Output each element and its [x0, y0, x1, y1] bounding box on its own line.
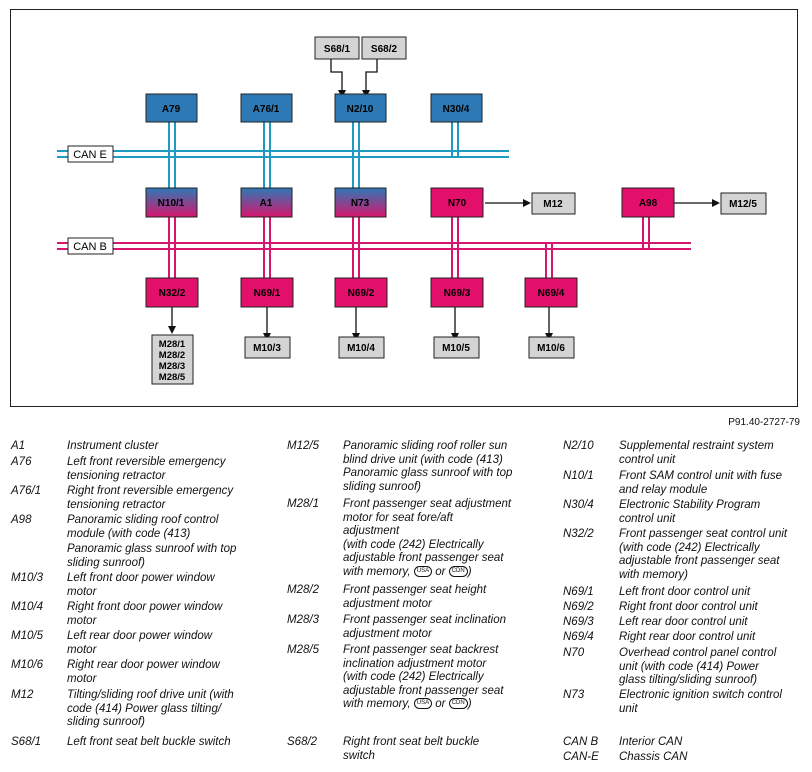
svg-text:N2/10: N2/10	[347, 104, 374, 115]
svg-text:N69/3: N69/3	[444, 288, 471, 299]
svg-text:N10/1: N10/1	[158, 198, 185, 209]
node-a1: A1	[240, 187, 293, 218]
can-b-label: CAN B	[67, 237, 114, 255]
usa-mark: USA	[413, 698, 433, 710]
cdn-mark: CDN	[448, 698, 468, 710]
memory-line: with memory, USA or CDN)	[343, 698, 472, 710]
node-m12: M12	[531, 192, 576, 215]
node-n69-2: N69/2	[334, 277, 388, 308]
svg-text:M10/6: M10/6	[537, 343, 565, 354]
node-s68-1: S68/1	[314, 36, 360, 60]
svg-text:S68/1: S68/1	[324, 44, 351, 55]
node-s68-2: S68/2	[361, 36, 407, 60]
svg-text:N32/2: N32/2	[159, 288, 186, 299]
figure-reference: P91.40-2727-79	[728, 417, 800, 428]
node-n30-4: N30/4	[430, 93, 483, 123]
diagram-frame: S68/1 S68/2 A79 A76/1 N2/10 N30/4 N10/1 …	[10, 9, 798, 407]
svg-text:M10/3: M10/3	[253, 343, 281, 354]
memory-line: with memory, USA or CDN)	[343, 565, 472, 578]
can-e-stubs	[168, 122, 459, 188]
signal-arrows	[171, 58, 714, 335]
svg-text:N69/1: N69/1	[254, 288, 281, 299]
m28-label-line: M28/2	[159, 350, 185, 361]
legend-entry: Panoramic glass sunroof with top sliding…	[67, 543, 237, 569]
usa-mark: USA	[413, 565, 433, 577]
svg-text:N30/4: N30/4	[443, 104, 470, 115]
m28-label-line: M28/5	[159, 372, 186, 383]
cdn-mark: CDN	[448, 565, 468, 577]
svg-text:A76/1: A76/1	[253, 104, 280, 115]
can-network-diagram: S68/1 S68/2 A79 A76/1 N2/10 N30/4 N10/1 …	[57, 36, 767, 385]
svg-text:CAN E: CAN E	[73, 149, 107, 161]
can-b-bus	[57, 242, 691, 250]
node-a76-1: A76/1	[240, 93, 293, 123]
svg-text:N69/2: N69/2	[348, 288, 375, 299]
svg-text:S68/2: S68/2	[371, 44, 398, 55]
svg-text:A79: A79	[162, 104, 181, 115]
node-a98: A98	[621, 187, 675, 218]
svg-text:A98: A98	[639, 198, 658, 209]
node-m10-6: M10/6	[528, 336, 575, 359]
node-m10-5: M10/5	[433, 336, 480, 359]
node-n73: N73	[334, 187, 387, 218]
node-n70: N70	[430, 187, 484, 218]
node-m12-5: M12/5	[720, 192, 767, 215]
node-m10-4: M10/4	[338, 336, 385, 359]
node-n2-10: N2/10	[334, 93, 387, 123]
can-b-stubs	[168, 217, 650, 278]
can-e-bus	[57, 150, 509, 158]
svg-text:N69/4: N69/4	[538, 288, 565, 299]
svg-text:CAN B: CAN B	[73, 241, 107, 253]
svg-text:M10/5: M10/5	[442, 343, 470, 354]
svg-text:M10/4: M10/4	[347, 343, 375, 354]
m28-label-line: M28/1	[159, 339, 186, 350]
node-m10-3: M10/3	[244, 336, 291, 359]
node-n69-4: N69/4	[524, 277, 578, 308]
node-a79: A79	[145, 93, 198, 123]
svg-text:M12/5: M12/5	[729, 199, 757, 210]
node-n10-1: N10/1	[145, 187, 198, 218]
svg-text:N70: N70	[448, 198, 467, 209]
node-n69-1: N69/1	[240, 277, 294, 308]
svg-text:A1: A1	[260, 198, 273, 209]
legend-entry: M28/1 Front passenger seat adjustment mo…	[287, 498, 512, 578]
can-e-label: CAN E	[67, 145, 114, 163]
node-n69-3: N69/3	[430, 277, 484, 308]
svg-text:N73: N73	[351, 198, 370, 209]
node-n32-2: N32/2	[145, 277, 199, 308]
legend-entry: M28/5 Front passenger seat backrest incl…	[287, 644, 504, 710]
svg-text:M12: M12	[543, 199, 563, 210]
m28-label-line: M28/3	[159, 361, 185, 372]
